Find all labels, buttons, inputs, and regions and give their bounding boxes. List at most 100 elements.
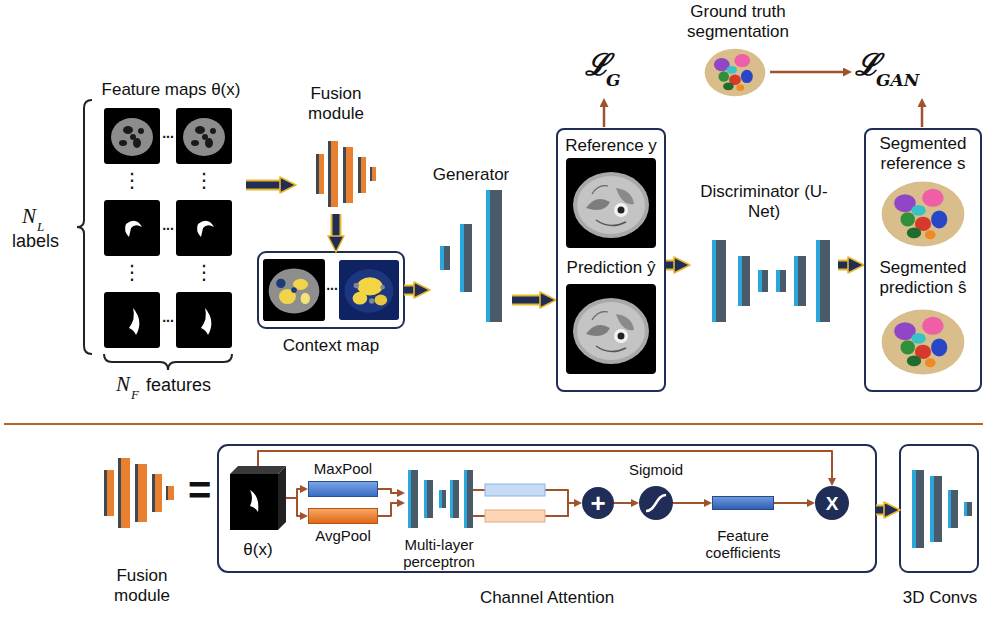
fusion-icon	[107, 470, 114, 516]
ellipsis: ⋮	[122, 170, 142, 190]
image-panel: Reference yPrediction ŷ	[556, 128, 666, 392]
connector	[258, 451, 832, 478]
brace	[77, 100, 92, 354]
generator-icon	[440, 190, 502, 322]
discriminator-icon	[742, 256, 750, 306]
context-map-panel: Context map	[258, 252, 404, 358]
fusion-icon	[121, 458, 130, 528]
mlp-icon	[427, 480, 433, 518]
separator	[4, 423, 983, 425]
feature-map	[176, 292, 232, 348]
fusion-icon	[316, 141, 376, 207]
feature-map	[104, 292, 160, 348]
mlp-icon	[439, 490, 442, 508]
feature-cube	[250, 490, 258, 512]
connector	[378, 489, 397, 493]
avgpool-bar: AvgPool	[308, 508, 378, 524]
subscript: F	[131, 388, 139, 401]
node-label: X	[826, 494, 839, 513]
fusion-icon	[135, 464, 138, 522]
mlp-output-bar	[485, 484, 545, 496]
mlp-output-bar	[485, 510, 545, 522]
count-symbol: N	[22, 206, 36, 227]
fusion-icon	[343, 147, 346, 203]
arrow-outline	[512, 295, 540, 306]
fusion-icon	[372, 167, 376, 181]
flow-arrow	[246, 182, 280, 189]
arrow-outline	[876, 505, 884, 516]
signal-line	[673, 502, 704, 504]
arrow-outline	[404, 285, 414, 296]
discriminator-icon	[712, 240, 716, 322]
coefficient-bar: Feature coefficients	[712, 496, 774, 510]
context-panel-border	[258, 252, 404, 328]
arrow-outline	[666, 260, 674, 271]
node-label: Feature coefficients	[693, 527, 793, 562]
generator-icon	[490, 190, 502, 322]
discriminator-icon	[762, 270, 768, 292]
maxpool-bar: MaxPool	[308, 481, 378, 497]
mlp-icon	[408, 470, 411, 528]
context-map-image	[263, 259, 325, 321]
sigmoid-curve	[639, 486, 673, 520]
conv-icon	[930, 476, 934, 542]
conv-icon	[964, 502, 967, 516]
generator-icon	[444, 246, 450, 270]
sum-operator: +	[582, 487, 614, 519]
node-label: AvgPool	[315, 527, 371, 544]
discriminator-icon	[758, 270, 762, 292]
generator-icon	[440, 246, 444, 270]
conv-icon	[967, 502, 972, 516]
segmentation-image	[705, 49, 766, 97]
node-label: Segmented reference s	[868, 134, 978, 173]
subscript: G	[606, 72, 621, 89]
equals-sign: =	[188, 470, 211, 510]
conv-icon	[912, 470, 916, 548]
ellipsis: ...	[162, 126, 174, 140]
flow-arrow	[666, 262, 674, 269]
fusion-icon	[319, 154, 324, 194]
feature-map-images	[104, 108, 232, 348]
axis-label: labels	[12, 232, 59, 250]
discriminator-icon	[716, 240, 726, 322]
generator: Generator	[430, 165, 512, 325]
connector	[512, 300, 540, 301]
fusion-icon	[328, 141, 331, 207]
sigmoid-operator: Sigmoid	[639, 486, 673, 520]
ellipsis: ...	[162, 310, 174, 324]
node-label: Reference y	[565, 136, 657, 156]
fusion-icon	[138, 464, 147, 522]
segmentation-image	[882, 182, 965, 247]
connector	[666, 265, 674, 266]
connector	[378, 503, 397, 516]
discriminator-icon	[776, 270, 780, 292]
discriminator-icon	[738, 256, 742, 306]
mri-image	[566, 284, 656, 374]
arrow-outline	[838, 260, 848, 271]
flow-arrow	[333, 214, 340, 236]
node-label: 3D Convs	[903, 588, 978, 608]
feature-map	[176, 108, 232, 164]
mlp-icon	[442, 490, 446, 508]
mlp-icon	[411, 470, 418, 528]
fusion-icon	[168, 486, 174, 500]
discriminator: Discriminator (U-Net)	[690, 182, 838, 327]
arrow-outline	[246, 180, 280, 191]
connector	[838, 265, 848, 266]
sigmoid-curve	[646, 495, 666, 511]
mlp-icon	[408, 470, 473, 528]
loss-arrow	[770, 71, 843, 74]
signal-line	[286, 489, 300, 498]
mlp-icon	[450, 480, 453, 518]
fusion-icon	[104, 458, 174, 528]
node-label: Fusion module	[296, 84, 376, 123]
segmentation-image	[882, 310, 965, 375]
discriminator-icon	[794, 256, 798, 306]
fusion-icon	[104, 470, 107, 516]
node-label: Context map	[283, 336, 379, 356]
context-map-image	[339, 260, 399, 320]
node-label: Multi-layer perceptron	[384, 536, 494, 571]
subscript: GAN	[876, 72, 919, 89]
signal-line	[774, 502, 807, 504]
